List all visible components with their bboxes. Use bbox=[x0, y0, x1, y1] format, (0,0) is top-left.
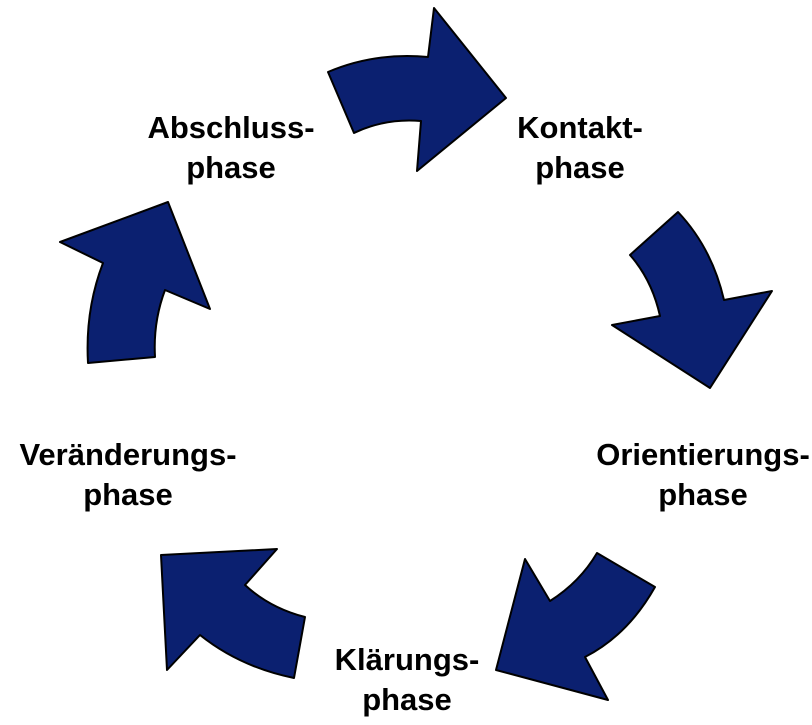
arrow-abschluss-to-kontakt bbox=[327, 7, 507, 172]
label-line: Kontakt- bbox=[517, 110, 643, 145]
label-orientierungsphase: Orientierungs- phase bbox=[553, 435, 812, 515]
label-line: phase bbox=[83, 477, 173, 512]
label-line: Abschluss- bbox=[147, 110, 315, 145]
label-line: Klärungs- bbox=[334, 642, 480, 677]
label-line: phase bbox=[186, 150, 276, 185]
label-line: phase bbox=[362, 682, 452, 717]
label-kontaktphase: Kontakt- phase bbox=[430, 108, 730, 188]
label-abschlussphase: Abschluss- phase bbox=[81, 108, 381, 188]
label-line: Orientierungs- bbox=[596, 437, 810, 472]
arrow-veraenderung-to-abschluss bbox=[59, 201, 211, 364]
arrow-klaerung-to-veraenderung bbox=[160, 548, 306, 679]
arrow-orientierung-to-klaerung bbox=[495, 552, 656, 701]
label-line: Veränderungs- bbox=[19, 437, 237, 472]
label-line: phase bbox=[535, 150, 625, 185]
label-klaerungsphase: Klärungs- phase bbox=[257, 640, 557, 720]
label-veraenderungsphase: Veränderungs- phase bbox=[0, 435, 278, 515]
arrow-kontakt-to-orientierung bbox=[611, 211, 773, 389]
label-line: phase bbox=[658, 477, 748, 512]
